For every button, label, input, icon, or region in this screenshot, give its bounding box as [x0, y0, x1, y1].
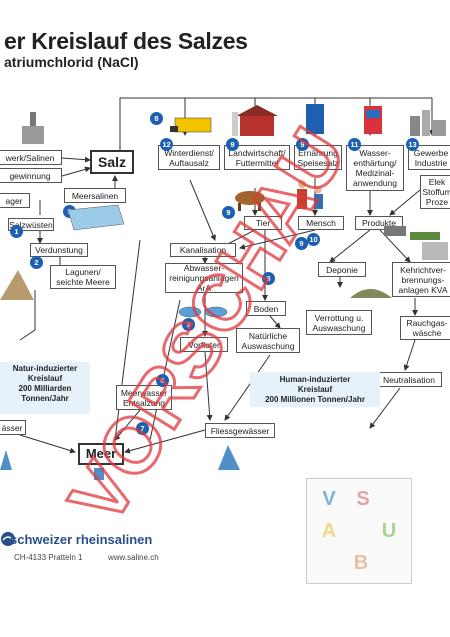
box-mensch: Mensch [298, 216, 344, 230]
box-waesser: ässer [0, 420, 26, 435]
company-logo-icon [1, 532, 15, 546]
box-salz: Salz [90, 150, 134, 174]
diagram-title: er Kreislauf des Salzes [4, 28, 248, 54]
box-kehricht: Kehrichtver- brennungs- anlagen KVA [392, 262, 450, 297]
box-deponie: Deponie [318, 262, 366, 277]
box-wasserenthaertung: Wasser- enthärtung/ Medizinal- anwendung [346, 145, 404, 191]
box-tier: Tier [244, 216, 282, 230]
step-badge: 12 [160, 138, 173, 151]
box-werk-salinen: werk/Salinen [0, 150, 62, 165]
line-salz-top [119, 97, 432, 150]
step-badge: 10 [307, 233, 320, 246]
box-rauchgas: Rauchgas- wäsche [400, 316, 450, 340]
vsaub-logo: V S A U B [306, 478, 412, 584]
box-verdunstung: Verdunstung [30, 243, 88, 257]
box-meersalinen: Meersalinen [64, 188, 126, 203]
step-badge: 2 [30, 256, 43, 269]
box-natuerliche: Natürliche Auswaschung [236, 328, 300, 353]
diagram-subtitle: atriumchlorid (NaCl) [4, 54, 139, 70]
step-badge: 3 [182, 318, 195, 331]
cow-icon [235, 191, 265, 211]
box-fliessgewaesser: Fliessgewässer [205, 423, 275, 438]
step-badge: 3 [262, 272, 275, 285]
incinerator-icon [422, 242, 448, 260]
box-elektro: Elek Stoffum Proze [420, 175, 450, 209]
step-badge: 9 [295, 237, 308, 250]
step-badge: 8 [150, 112, 163, 125]
saline-plant-icon [22, 112, 44, 144]
step-badge: 11 [348, 138, 361, 151]
landfill-icon [350, 289, 392, 298]
step-badge: 9 [222, 206, 235, 219]
footer-url: www.saline.ch [108, 553, 159, 562]
sea-icon [94, 468, 104, 480]
footer-address: CH-4133 Pratteln 1 [14, 553, 83, 562]
box-lager: ager [0, 193, 30, 208]
box-verrottung: Verrottung u. Auswaschung [306, 310, 372, 335]
box-lagunen: Lagunen/ seichte Meere [50, 265, 116, 289]
step-badge: 13 [406, 138, 419, 151]
box-gewinnung: gewinnung [0, 168, 62, 183]
people-icon [297, 180, 323, 209]
step-badge: 9 [296, 138, 309, 151]
treatment-plant-icon [178, 306, 228, 318]
box-meerwasser: Meerwasser Entsalzung [116, 385, 172, 410]
box-abwasser: Abwasser- reinigungsanlagen ArA [165, 263, 243, 293]
footer-brand: schweizer rheinsalinen [10, 532, 153, 547]
box-boden: Boden [246, 301, 286, 316]
salt-package-icon [306, 104, 324, 134]
step-badge: 9 [226, 138, 239, 151]
river-icon [218, 445, 240, 470]
snowplough-icon [170, 117, 212, 133]
industry-icon [410, 110, 446, 136]
box-kanalisation: Kanalisation [170, 243, 236, 257]
cycle-human-label: Human-induzierter Kreislauf 200 Millione… [250, 372, 380, 407]
box-meer: Meer [78, 443, 124, 465]
softener-package-icon [364, 106, 382, 134]
mountain-icon [0, 270, 34, 300]
barn-icon [232, 105, 278, 136]
step-badge: 7 [136, 422, 149, 435]
salt-pans-icon [67, 204, 125, 231]
step-badge: 6 [156, 374, 169, 387]
products-icon [384, 226, 440, 240]
step-badge: 1 [10, 225, 23, 238]
cycle-natur-label: Natur-induzierter Kreislauf 200 Milliard… [0, 362, 90, 414]
box-vorfluter: Vorfluter [180, 337, 228, 352]
river-icon [0, 450, 12, 470]
